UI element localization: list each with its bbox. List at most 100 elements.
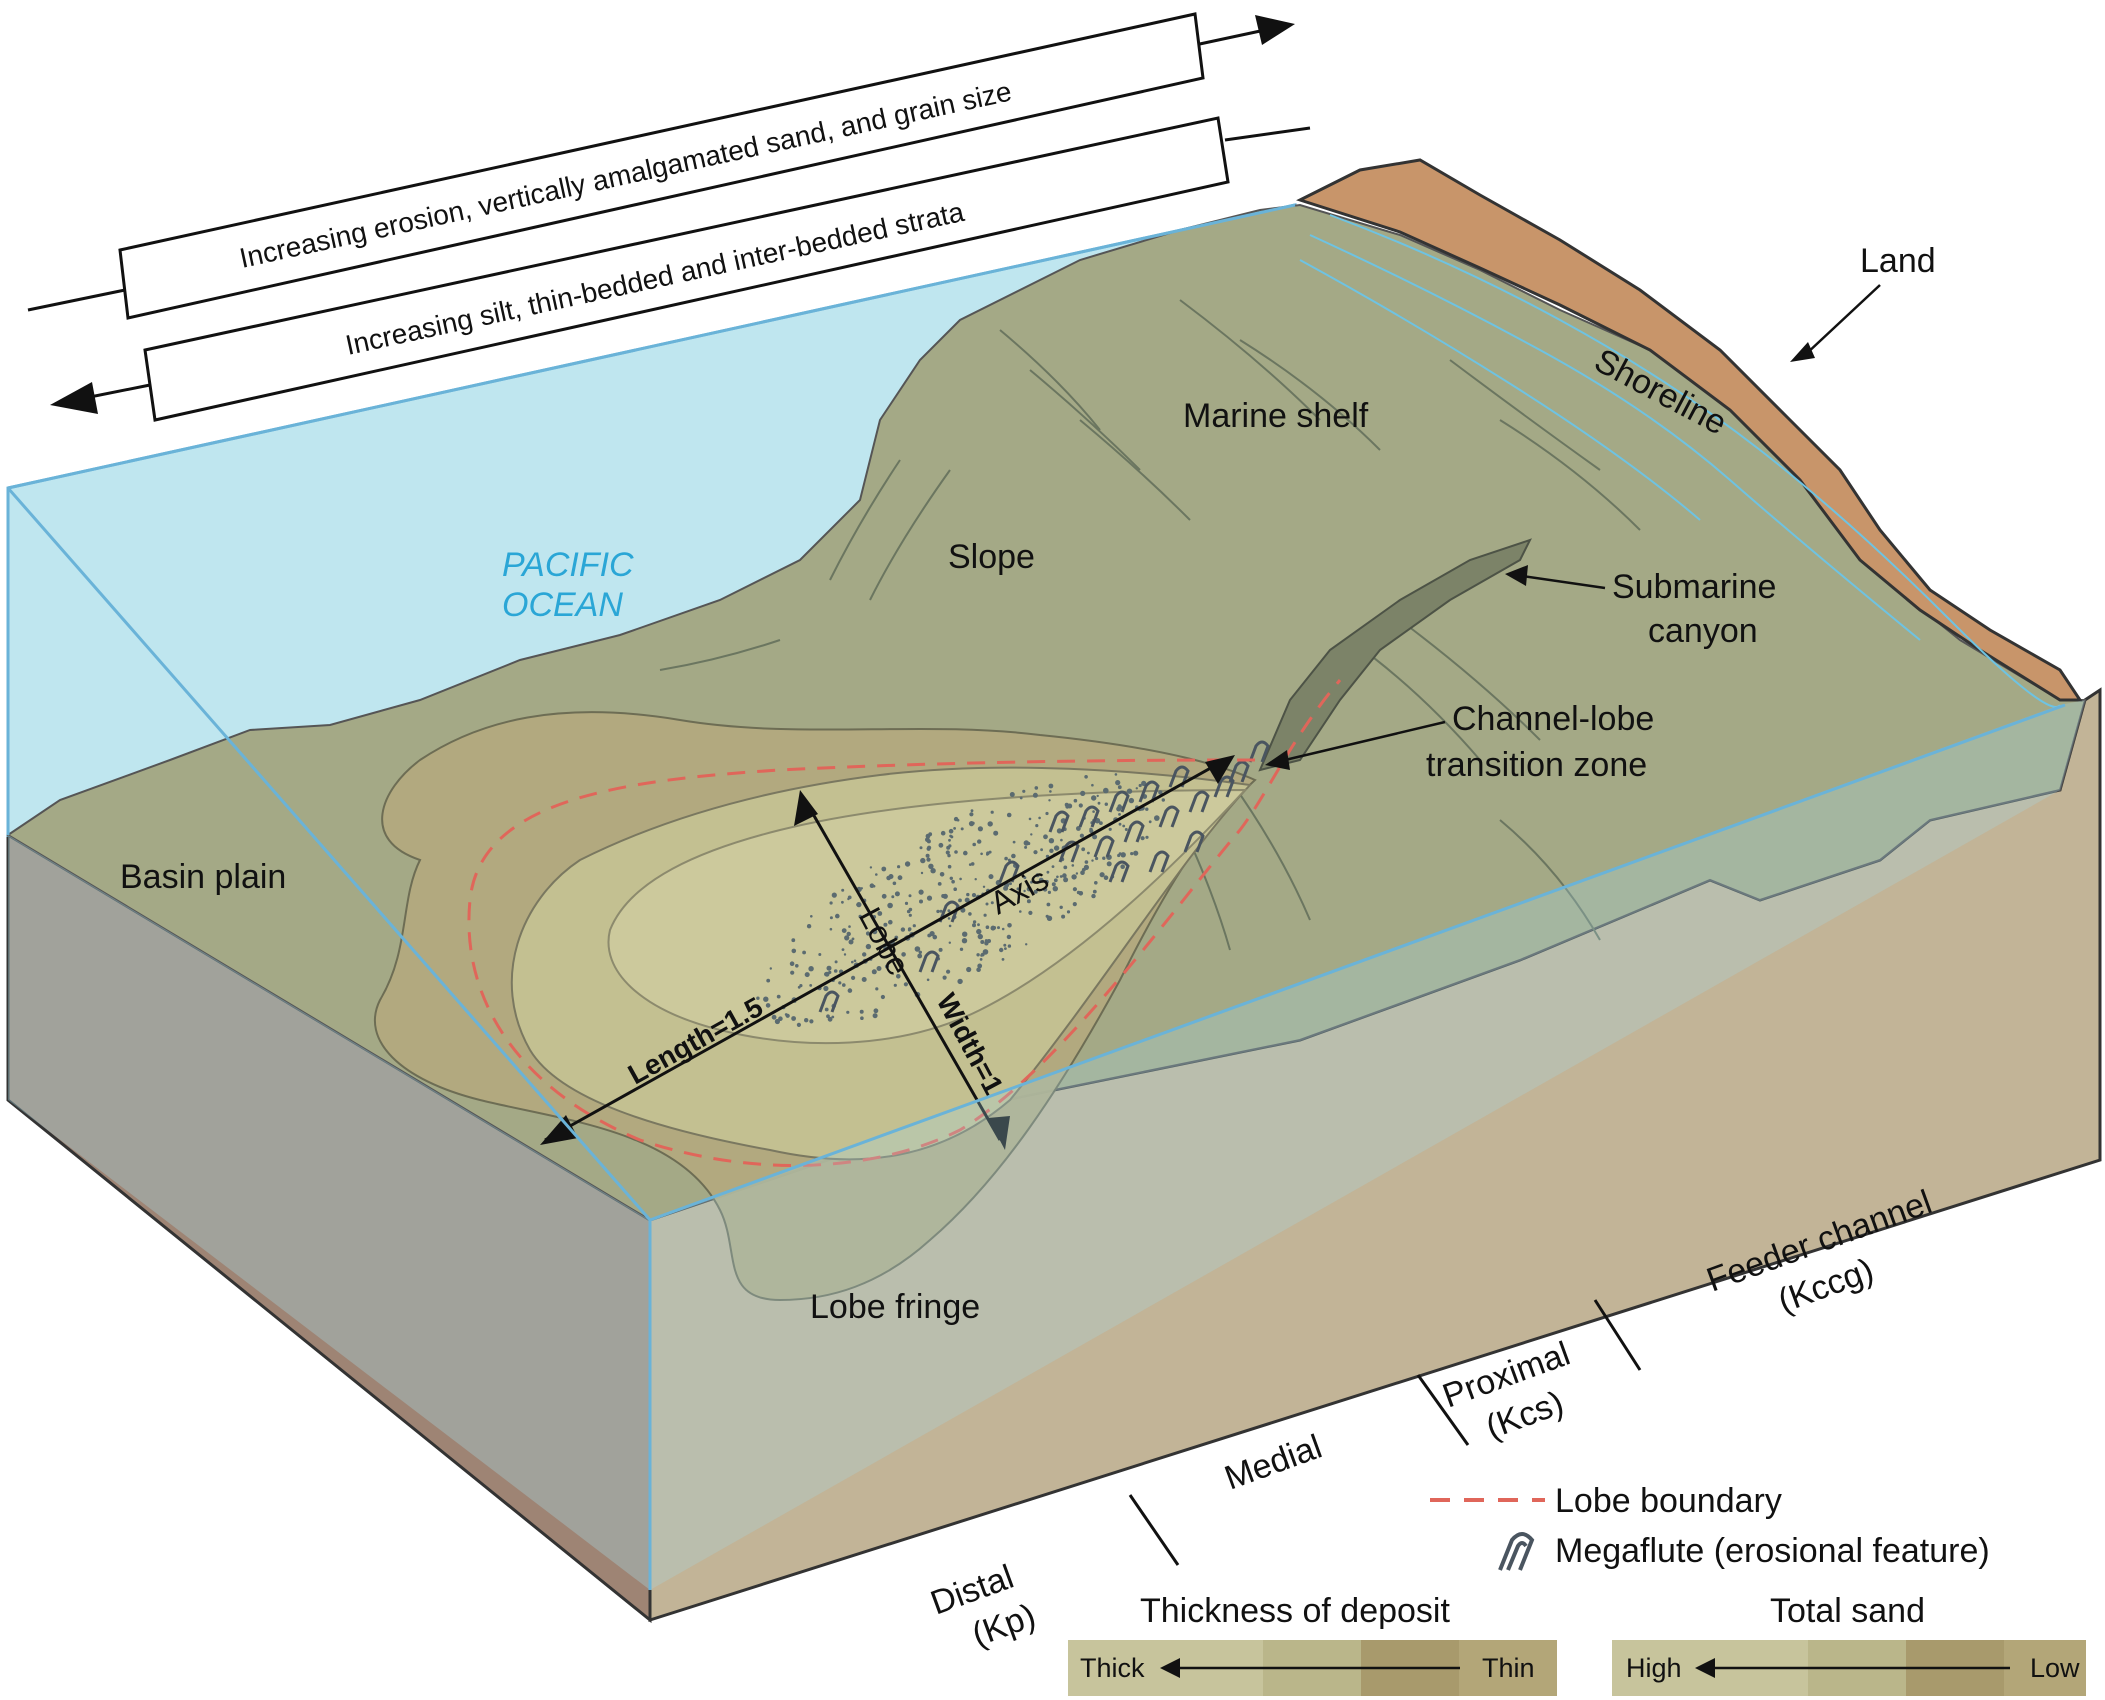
sand-dot	[946, 845, 951, 850]
sand-dot	[881, 893, 887, 899]
sand-dot	[968, 912, 972, 916]
sand-dot	[946, 969, 951, 974]
sand-dot	[1073, 798, 1078, 803]
sand-dot	[1063, 877, 1069, 883]
sand-dot	[827, 1016, 833, 1022]
slope-texture	[659, 299, 1641, 951]
sand-dot	[1103, 875, 1109, 880]
sand-dot	[1080, 870, 1085, 875]
lobe-fringe-label: Lobe fringe	[810, 1288, 980, 1326]
sand-dot	[1006, 934, 1012, 940]
sand-dot	[1060, 838, 1063, 842]
sand-dot	[1076, 826, 1081, 831]
sand-dot	[1091, 783, 1094, 787]
sand-dot	[862, 952, 867, 957]
sand-dot	[804, 1018, 809, 1023]
sand-dot	[763, 996, 769, 1002]
sand-dot	[1079, 833, 1084, 838]
sand-dot	[1046, 902, 1051, 907]
sand-dot	[1158, 790, 1163, 795]
sand-dot	[875, 873, 878, 876]
sand-dot	[976, 967, 981, 972]
canyon-leader-head	[1505, 565, 1528, 586]
sand-dot	[1030, 833, 1033, 836]
sand-dot	[818, 953, 822, 956]
sand-dot	[942, 975, 947, 980]
sand-dot	[985, 925, 990, 929]
sand-dot	[977, 839, 982, 844]
sand-dot	[826, 1014, 830, 1019]
sand-dot	[1071, 874, 1077, 880]
megaflute-mark	[938, 900, 960, 923]
sand-dot	[1154, 815, 1160, 821]
sand-dot	[963, 850, 968, 856]
sand-dot	[1027, 841, 1031, 846]
sand-dot	[897, 865, 901, 869]
sand-dot	[1133, 850, 1139, 856]
sand-dot	[918, 889, 924, 895]
sand-dot	[1042, 887, 1048, 892]
sand-dot	[940, 830, 946, 836]
sand-dot	[1096, 794, 1099, 798]
sand-dot	[977, 963, 983, 969]
canyon-line-1: Submarine	[1612, 568, 1776, 606]
sand-dot	[1056, 828, 1062, 834]
sand-dot	[966, 892, 970, 897]
sand-dot	[926, 978, 930, 982]
sand-dot	[937, 882, 942, 886]
sand-dot	[841, 900, 844, 904]
sand-dot	[927, 933, 932, 938]
sand-dot	[914, 946, 921, 952]
sand-dot	[947, 909, 951, 913]
sand-dot	[930, 868, 936, 874]
sand-dot	[804, 972, 810, 978]
sand-dot	[1115, 780, 1121, 786]
sand-dot	[987, 821, 993, 827]
sand-dot	[980, 940, 985, 944]
sand-dot	[1108, 827, 1112, 831]
sand-dot	[858, 914, 862, 919]
sand-dot	[1141, 780, 1147, 787]
sand-dot	[1091, 893, 1096, 899]
sand-dot	[859, 1009, 864, 1014]
sand-dot	[1130, 852, 1134, 856]
channel-lobe-line-2: transition zone	[1426, 746, 1647, 784]
sand-dot	[795, 964, 799, 968]
sand-dot	[843, 953, 847, 956]
sand-dot	[880, 994, 886, 1000]
sand-dot	[756, 996, 760, 1000]
sand-dot	[903, 982, 909, 987]
sand-dot	[947, 917, 951, 920]
thickness-left: Thick	[1080, 1653, 1145, 1683]
basin-plain-label: Basin plain	[120, 858, 286, 896]
sand-dot	[947, 864, 952, 869]
sand-dot	[925, 837, 930, 843]
sand-dot	[1051, 882, 1056, 887]
megaflute-mark	[1188, 790, 1210, 813]
sand-dot	[842, 983, 846, 987]
megaflute-mark	[818, 990, 840, 1013]
sand-dot	[772, 1016, 776, 1020]
marine-shelf-label: Marine shelf	[1183, 397, 1369, 435]
ocean-line-2: OCEAN	[502, 586, 623, 624]
sand-dot	[953, 887, 957, 891]
sand-dot	[961, 938, 968, 944]
sand-dot	[1063, 865, 1068, 870]
sand-dot	[1048, 799, 1051, 802]
sand-dot	[900, 927, 906, 932]
sand-dot	[846, 1010, 850, 1014]
sand-dot	[834, 960, 838, 964]
land-label: Land	[1860, 242, 1936, 280]
sand-dot	[1091, 859, 1094, 862]
channel-lobe-line-1: Channel-lobe	[1452, 700, 1654, 738]
lobe-measure-arrows	[540, 755, 1235, 1150]
sand-dot	[959, 947, 964, 951]
sand-dot	[1080, 790, 1086, 797]
sand-dot	[941, 894, 946, 898]
sand-dot	[1030, 880, 1033, 884]
sand-dot	[860, 1016, 864, 1020]
sand-dot	[1028, 817, 1032, 821]
sand-dot	[1007, 923, 1012, 928]
megaflute-mark	[1213, 775, 1235, 798]
sand-dot	[979, 958, 983, 961]
